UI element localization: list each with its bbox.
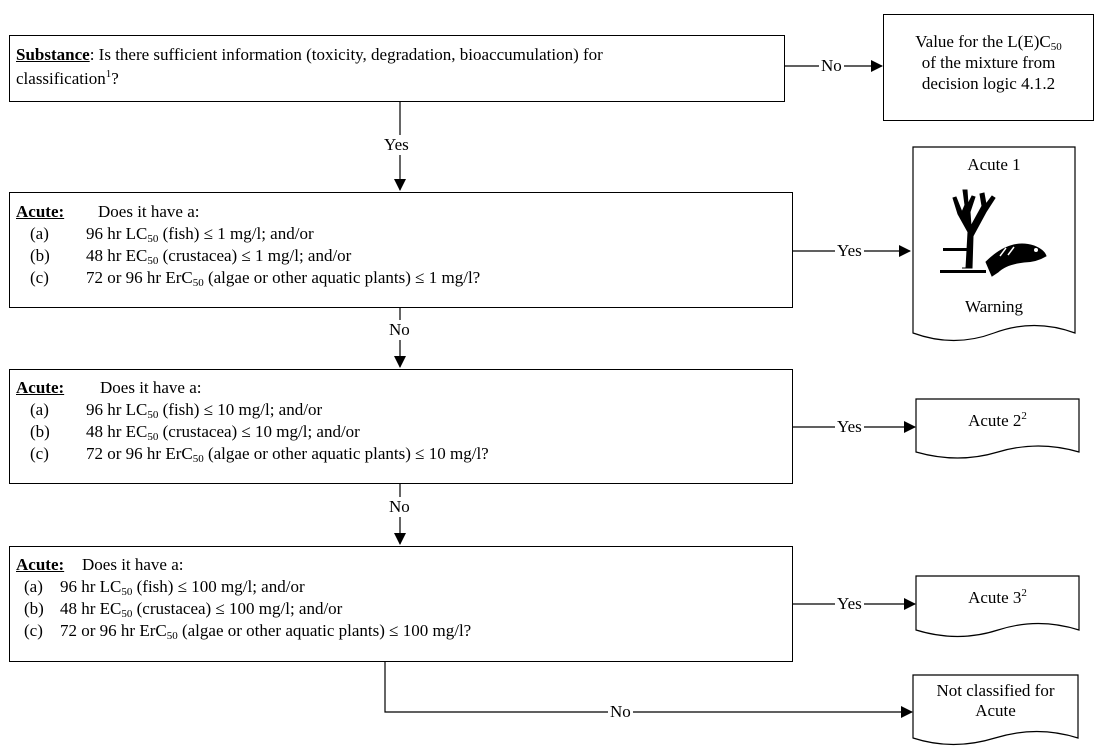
q2-c-2: (algae or other aquatic plants) ≤ 10 mg/… [203,444,489,463]
q1-a-label: (a) [30,224,49,243]
question-acute-3: Acute: Does it have a: (a) 96 hr LC50 (f… [9,546,793,662]
edge-label-no-4: No [608,702,633,722]
q2-b-2: (crustacea) ≤ 10 mg/l; and/or [158,422,360,441]
footnote-2a: 2 [1021,410,1027,422]
not-classified-line2: Acute [975,701,1016,720]
q1-a-1: 96 hr LC [86,224,148,243]
q3-b-sub: 50 [121,608,133,620]
q3-a-2: (fish) ≤ 100 mg/l; and/or [132,577,305,596]
acute1-signal-word: Warning [964,297,1024,316]
q2-a-sub: 50 [147,409,159,421]
acute2-box [915,398,1080,459]
value-sub: 50 [1050,41,1062,53]
acute1-box [912,146,1076,342]
value-line3: decision logic 4.1.2 [921,74,1056,93]
start-head: Substance [16,45,90,64]
q2-b-1: 48 hr EC [86,422,148,441]
q1-c-1: 72 or 96 hr ErC [86,268,193,287]
start-qmark: ? [111,69,119,88]
q1-head: Acute: [16,202,65,221]
q3-c-sub: 50 [166,630,178,642]
q2-b-sub: 50 [147,431,159,443]
edge-label-yes-4: Yes [835,594,864,614]
acute3-title: Acute 32 [916,587,1079,608]
not-classified-line1: Not classified for [936,681,1055,700]
acute1-title: Acute 1 [967,155,1021,174]
q2-head: Acute: [16,378,65,397]
q2-c-sub: 50 [192,453,204,465]
q3-a-1: 96 hr LC [60,577,122,596]
q2-b-label: (b) [30,422,50,441]
arrow-q3-no [384,661,913,718]
not-classified-text: Not classified for Acute [913,681,1078,721]
q3-b-2: (crustacea) ≤ 100 mg/l; and/or [132,599,343,618]
start-question: Substance: Is there sufficient informati… [9,35,785,102]
q1-c-sub: 50 [192,277,204,289]
q2-c-1: 72 or 96 hr ErC [86,444,193,463]
q3-a-sub: 50 [121,586,133,598]
acute3-label: Acute 3 [968,588,1022,607]
q1-a-sub: 50 [147,233,159,245]
q2-c-label: (c) [30,444,49,463]
q1-b-sub: 50 [147,255,159,267]
q1-b-label: (b) [30,246,50,265]
q1-b-1: 48 hr EC [86,246,148,265]
q3-head: Acute: [16,555,65,574]
q1-lead: Does it have a: [98,202,200,221]
footnote-2b: 2 [1021,587,1027,599]
q3-b-1: 48 hr EC [60,599,122,618]
q1-a-2: (fish) ≤ 1 mg/l; and/or [158,224,314,243]
edge-label-no-2: No [387,320,412,340]
value-line1: Value for the L(E)C [915,32,1051,51]
q2-lead: Does it have a: [100,378,202,397]
q2-a-2: (fish) ≤ 10 mg/l; and/or [158,400,323,419]
edge-label-no-3: No [387,497,412,517]
edge-label-yes-3: Yes [835,417,864,437]
value-line2: of the mixture from [921,53,1056,72]
q3-c-2: (algae or other aquatic plants) ≤ 100 mg… [177,621,472,640]
acute3-box [915,575,1080,638]
footnote-1: 1 [105,68,112,80]
acute2-label: Acute 2 [968,411,1022,430]
not-classified-box [912,674,1079,746]
q3-lead: Does it have a: [82,555,184,574]
edge-label-yes-1: Yes [382,135,411,155]
q3-c-label: (c) [24,621,43,640]
start-line2: classification [16,69,106,88]
q3-a-label: (a) [24,577,43,596]
question-acute-2: Acute: Does it have a: (a) 96 hr LC50 (f… [9,369,793,484]
q1-c-label: (c) [30,268,49,287]
q3-c-1: 72 or 96 hr ErC [60,621,167,640]
environment-pictogram [940,189,1047,277]
edge-label-no-1: No [819,56,844,76]
acute2-title: Acute 22 [916,410,1079,431]
edge-label-yes-2: Yes [835,241,864,261]
start-line1: : Is there sufficient information (toxic… [89,45,603,64]
q1-b-2: (crustacea) ≤ 1 mg/l; and/or [158,246,352,265]
q3-b-label: (b) [24,599,44,618]
q2-a-1: 96 hr LC [86,400,148,419]
q1-c-2: (algae or other aquatic plants) ≤ 1 mg/l… [203,268,481,287]
outcome-mixture-value: Value for the L(E)C50 of the mixture fro… [883,14,1094,121]
q2-a-label: (a) [30,400,49,419]
question-acute-1: Acute: Does it have a: (a) 96 hr LC50 (f… [9,192,793,308]
